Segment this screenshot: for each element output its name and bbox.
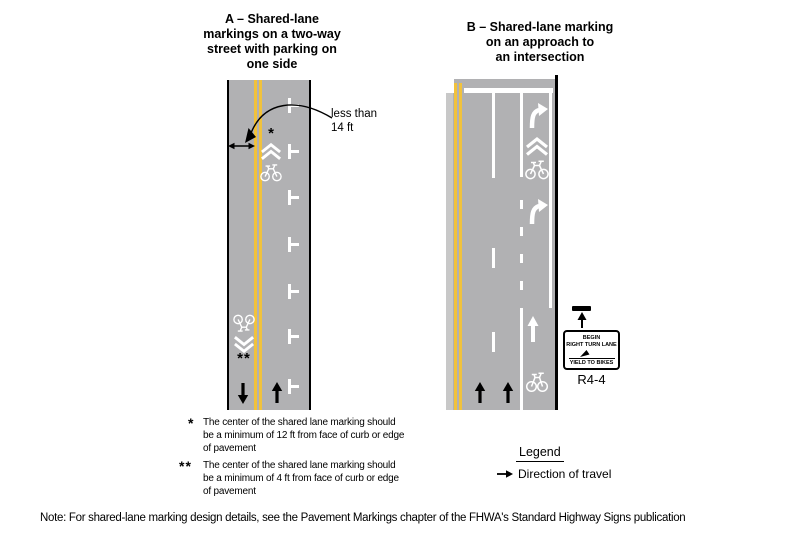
road-b-transverse-line xyxy=(464,88,553,93)
footnote-2-marker: ** xyxy=(179,458,192,474)
footnote-1-marker: * xyxy=(188,415,195,431)
lane-line-dash xyxy=(492,332,495,352)
lane-line xyxy=(492,93,495,178)
footnote-marker-single-on-road: * xyxy=(268,125,274,142)
lane-line-dash xyxy=(520,281,523,290)
sign-bike-arrow-icon xyxy=(579,350,589,357)
road-b-left-shoulder xyxy=(446,93,453,410)
up-arrow-icon xyxy=(271,382,283,403)
road-a-centerline-right xyxy=(259,80,262,410)
sign-post-icon xyxy=(572,306,591,311)
parking-tee-marking xyxy=(288,329,299,344)
sign-post-arrow-icon xyxy=(577,312,587,328)
parking-tee-marking xyxy=(288,237,299,252)
sharrow-marking-icon xyxy=(525,136,549,180)
lane-line xyxy=(520,308,523,410)
parking-tee-marking xyxy=(288,379,299,394)
right-turn-arrow-icon xyxy=(529,103,548,128)
sign-designation-label: R4-4 xyxy=(577,372,606,387)
footnote-marker-double-on-road: ** xyxy=(237,350,251,367)
edge-line xyxy=(549,93,552,308)
figure-note: Note: For shared-lane marking design det… xyxy=(40,512,686,524)
footnote-1-text: The center of the shared lane marking sh… xyxy=(203,417,405,454)
road-b-centerline-left xyxy=(454,83,457,410)
bicycle-icon xyxy=(525,372,549,393)
sharrow-marking-icon-opposing xyxy=(233,314,255,354)
r4-4-sign: BEGIN RIGHT TURN LANE YIELD TO BIKES xyxy=(563,330,620,370)
parking-tee-marking xyxy=(288,144,299,159)
parking-tee-marking xyxy=(288,284,299,299)
leader-line xyxy=(245,104,333,143)
road-a-centerline-left xyxy=(254,80,257,410)
less-than-14ft-annotation: less than 14 ft xyxy=(331,108,378,134)
sign-line-begin: BEGIN xyxy=(582,335,601,341)
sign-line-yield-to-bikes: YIELD TO BIKES xyxy=(569,360,614,366)
sharrow-marking-icon xyxy=(260,142,282,182)
legend-title: Legend xyxy=(516,445,564,462)
bicycle-icon xyxy=(233,314,255,332)
lane-line-dash xyxy=(520,254,523,263)
lane-line-dash xyxy=(520,227,523,236)
dimension-arrow-icon xyxy=(228,142,255,150)
road-b-centerline-right xyxy=(459,83,462,410)
road-b-right-curb xyxy=(555,75,558,410)
up-arrow-icon xyxy=(502,382,514,403)
up-arrow-icon xyxy=(474,382,486,403)
road-b-pavement xyxy=(453,93,557,410)
right-turn-arrow-icon xyxy=(529,199,548,224)
direction-of-travel-arrow-icon xyxy=(497,470,513,478)
diagram-a-title: A – Shared-lane markings on a two-way st… xyxy=(203,12,341,71)
lane-line-dash xyxy=(492,248,495,268)
sign-divider xyxy=(568,358,615,359)
bicycle-icon xyxy=(525,160,549,180)
footnote-2-text: The center of the shared lane marking sh… xyxy=(203,460,399,497)
diagram-b-title: B – Shared-lane marking on an approach t… xyxy=(466,20,614,64)
down-arrow-icon xyxy=(237,383,249,404)
legend-direction-of-travel: Direction of travel xyxy=(518,467,612,481)
bicycle-icon xyxy=(260,164,282,182)
lane-line xyxy=(520,93,523,177)
lane-line-dash xyxy=(520,200,523,209)
parking-tee-marking xyxy=(288,190,299,205)
sign-line-right-turn-lane: RIGHT TURN LANE xyxy=(566,342,617,348)
up-arrow-white-icon xyxy=(527,316,539,342)
